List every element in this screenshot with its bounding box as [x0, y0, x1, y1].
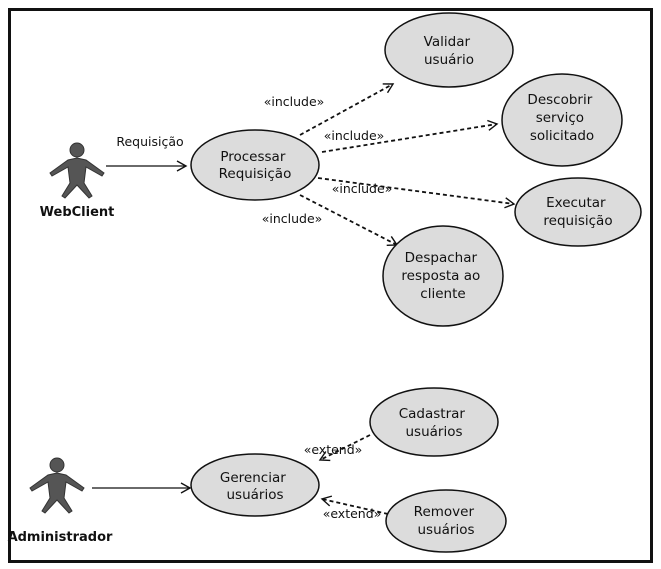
svg-text:Gerenciar usuários: Gerenciar usuários: [220, 470, 290, 503]
include-label: «include»: [262, 211, 323, 226]
svg-text:Validar usuário: Validar usuário: [424, 34, 475, 68]
extend-label: «extend»: [323, 506, 382, 521]
use-case-gerenciar-usuarios: Gerenciar usuários: [190, 453, 320, 517]
svg-text:Executar requisição: Executar requisição: [543, 195, 612, 229]
svg-text:Processar Requisição: Processar Requisição: [219, 149, 292, 182]
use-case-cadastrar-usuarios: Cadastrar usuários: [369, 387, 499, 457]
use-case-processar-requisicao: Processar Requisição: [190, 129, 320, 201]
actor-label: WebClient: [40, 205, 115, 220]
use-case-despachar-resposta: Despachar resposta ao cliente: [382, 225, 504, 327]
include-label: «include»: [264, 94, 325, 109]
svg-text:Remover usuários: Remover usuários: [414, 504, 479, 538]
stick-figure-icon: [29, 457, 85, 514]
use-case-executar-requisicao: Executar requisição: [514, 177, 642, 247]
include-validar: [299, 83, 395, 136]
actor-administrador: Administrador: [8, 457, 113, 545]
extend-label: «extend»: [304, 442, 363, 457]
actor-webclient: WebClient: [40, 142, 115, 220]
include-descobrir: [321, 119, 499, 153]
use-case-descobrir-servico: Descobrir serviço solicitado: [501, 73, 623, 167]
use-case-remover-usuarios: Remover usuários: [385, 489, 507, 553]
svg-text:Descobrir serviço: Descobrir serviço solicitado: [527, 92, 596, 144]
actor-label: Administrador: [8, 530, 113, 545]
use-case-validar-usuario: Validar usuário: [384, 12, 514, 88]
extend-remover: [320, 495, 389, 515]
include-label: «include»: [332, 181, 393, 196]
svg-text:Cadastrar usuários: Cadastrar usuários: [399, 406, 470, 440]
association-label: Requisição: [116, 134, 183, 149]
extend-cadastrar: [318, 434, 371, 462]
include-executar: [317, 177, 516, 209]
svg-text:Despachar resposta ao: Despachar resposta ao cliente: [401, 250, 484, 302]
stick-figure-icon: [49, 142, 105, 199]
include-label: «include»: [324, 128, 385, 143]
